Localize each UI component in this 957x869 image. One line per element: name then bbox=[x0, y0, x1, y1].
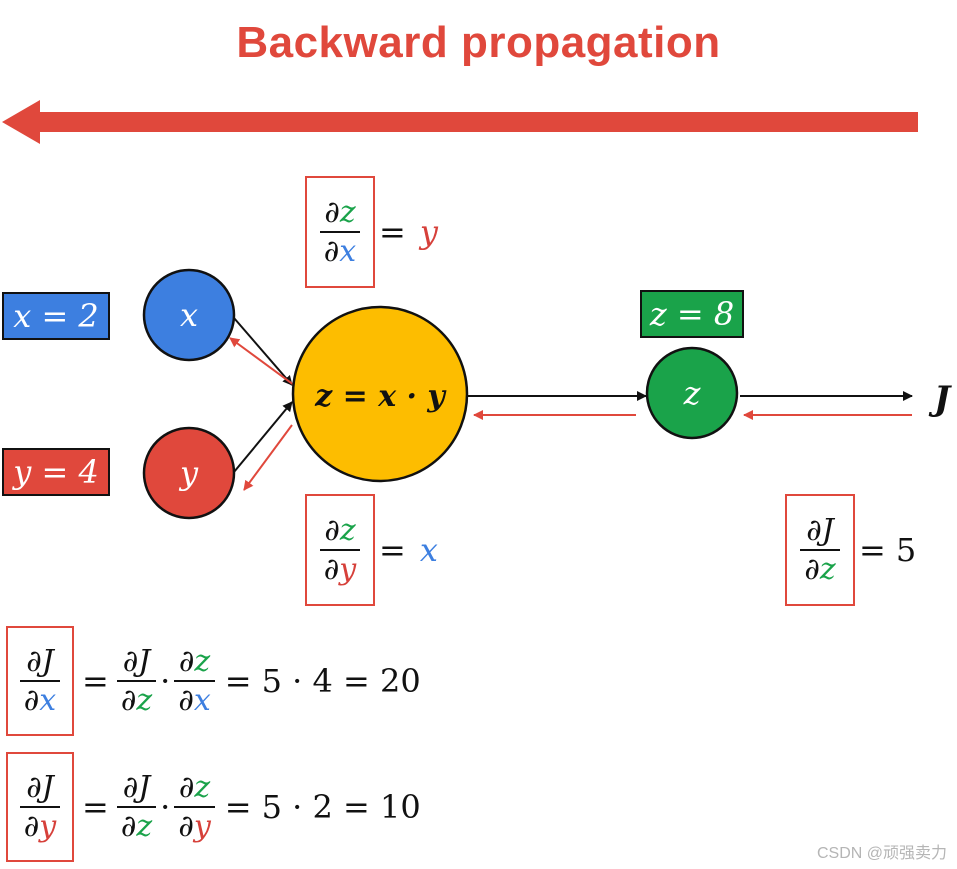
backward-arrow-head bbox=[2, 100, 40, 144]
edge-y-to-op bbox=[233, 401, 293, 473]
node-x: x bbox=[142, 268, 236, 362]
chain-rule-dJ-dy-result: 5 · 2 = 10 bbox=[261, 788, 421, 826]
grad-dz-dy: ∂z ∂y = x bbox=[305, 494, 438, 606]
chain-rule-dJ-dx-term1: ∂J ∂z bbox=[116, 645, 157, 717]
chain-rule-dJ-dx: ∂J ∂x = ∂J ∂z · ∂z ∂x = 5 · 4 = 20 bbox=[6, 626, 421, 736]
node-y: y bbox=[142, 426, 236, 520]
chain-rule-dJ-dx-term2: ∂z ∂x bbox=[174, 645, 215, 717]
diagram-title: Backward propagation bbox=[236, 18, 721, 67]
grad-dz-dx: ∂z ∂x = y bbox=[305, 176, 438, 288]
chain-rule-dJ-dy: ∂J ∂y = ∂J ∂z · ∂z ∂y = 5 · 2 = 10 bbox=[6, 752, 421, 862]
grad-edge-op-to-x bbox=[229, 337, 299, 389]
grad-dJ-dz-value: 5 bbox=[895, 531, 917, 569]
chain-rule-dJ-dy-term1: ∂J ∂z bbox=[116, 771, 157, 843]
node-operation-label: z = x · y bbox=[314, 379, 447, 414]
node-x-label: x bbox=[180, 296, 198, 334]
backward-arrow bbox=[2, 100, 918, 144]
x-value-box: x = 2 bbox=[2, 292, 110, 340]
node-z: z bbox=[645, 346, 739, 440]
watermark: CSDN @顽强卖力 bbox=[816, 845, 947, 862]
grad-dJ-dz-fraction-box: ∂J ∂z bbox=[785, 494, 855, 606]
node-output-J: J bbox=[928, 379, 952, 419]
z-value-box: z = 8 bbox=[640, 290, 744, 338]
grad-dz-dy-fraction-box: ∂z ∂y bbox=[305, 494, 375, 606]
edge-x-to-op bbox=[233, 317, 293, 386]
y-value-box: y = 4 bbox=[2, 448, 110, 496]
chain-rule-dJ-dx-lhs-box: ∂J ∂x bbox=[6, 626, 74, 736]
backward-arrow-shaft bbox=[30, 112, 918, 132]
node-z-label: z bbox=[683, 374, 702, 412]
grad-edge-op-to-y bbox=[243, 424, 293, 491]
grad-dJ-dz: ∂J ∂z = 5 bbox=[785, 494, 916, 606]
grad-dz-dy-value: x bbox=[419, 531, 438, 569]
chain-rule-dJ-dy-term2: ∂z ∂y bbox=[174, 771, 215, 843]
chain-rule-dJ-dy-lhs-box: ∂J ∂y bbox=[6, 752, 74, 862]
node-operation: z = x · y bbox=[291, 305, 469, 483]
grad-dz-dx-fraction-box: ∂z ∂x bbox=[305, 176, 375, 288]
chain-rule-dJ-dx-result: 5 · 4 = 20 bbox=[261, 662, 421, 700]
node-y-label: y bbox=[178, 454, 199, 492]
grad-dz-dx-value: y bbox=[419, 213, 438, 251]
